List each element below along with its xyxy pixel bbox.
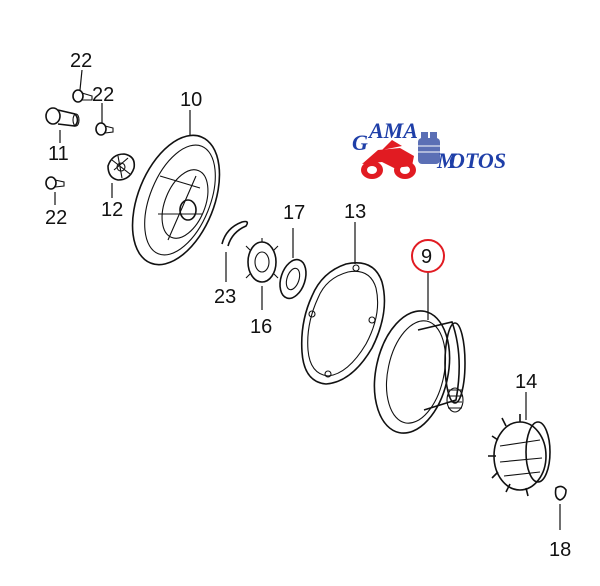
gear-14 [488, 414, 551, 497]
nut-16 [245, 238, 279, 283]
bolt-22-right [95, 122, 114, 136]
logo-word-bottom: OTOS [449, 148, 506, 173]
rotor-9 [373, 310, 466, 434]
callout-18: 18 [549, 539, 571, 561]
callout-17: 17 [283, 202, 305, 224]
pin-11 [45, 107, 80, 127]
callout-13: 13 [344, 201, 366, 223]
gama-motos-logo: G AMA M OTOS [352, 118, 506, 179]
callout-22-top: 22 [70, 50, 92, 72]
callout-10: 10 [180, 89, 202, 111]
spring-assembly-12 [107, 153, 136, 181]
bolt-22-top [72, 89, 93, 103]
housing-10 [131, 134, 221, 266]
callout-12: 12 [101, 199, 123, 221]
callout-22-mid: 22 [92, 84, 114, 106]
callout-23: 23 [214, 286, 236, 308]
callout-14: 14 [515, 371, 537, 393]
highlight-circle [411, 239, 445, 273]
callout-11: 11 [48, 143, 69, 165]
motorcycle-icon [361, 140, 416, 179]
logo-word-top: AMA [367, 118, 418, 143]
gasket-13 [300, 262, 386, 385]
logo-initial-m: M [436, 148, 458, 173]
key-18 [554, 485, 567, 501]
clip-23 [221, 220, 249, 247]
logo-initial-g: G [352, 130, 368, 155]
callout-22-lower: 22 [45, 207, 67, 229]
bolt-22-lower [45, 176, 65, 190]
callout-9: 9 [421, 246, 432, 268]
highlight-callout-9: 9 [411, 239, 445, 273]
engine-icon [418, 132, 440, 164]
washer-17 [279, 258, 307, 300]
callout-16: 16 [250, 316, 272, 338]
